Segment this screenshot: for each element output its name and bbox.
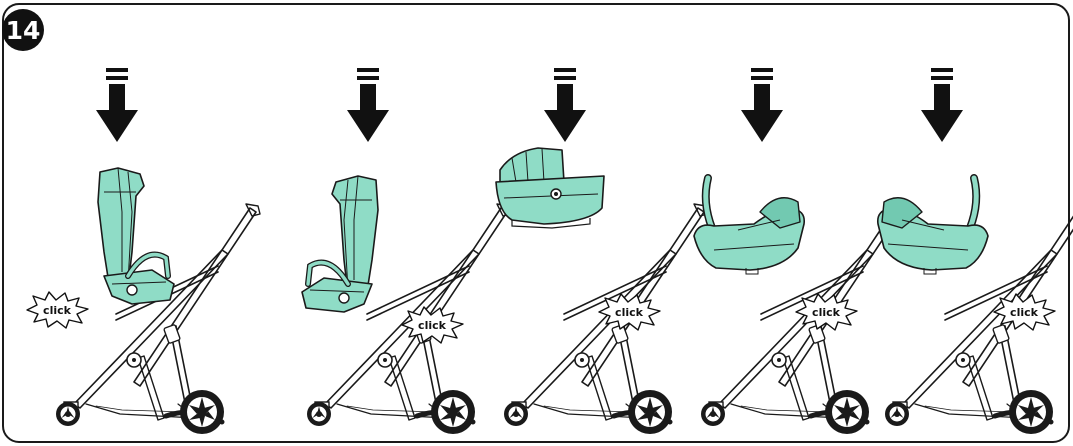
- click-badge: click: [401, 306, 464, 344]
- front-wheel-icon: [56, 402, 80, 426]
- rear-wheel-icon: [431, 390, 475, 434]
- step-number-badge: 14: [2, 9, 44, 51]
- down-arrow-icon: [96, 68, 138, 142]
- down-arrow-icon: [741, 68, 783, 142]
- front-wheel-icon: [307, 402, 331, 426]
- click-badge: click: [795, 293, 858, 331]
- click-label: click: [418, 319, 447, 332]
- down-arrow-icon: [544, 68, 586, 142]
- click-badge: click: [26, 291, 89, 329]
- click-label: click: [43, 304, 72, 317]
- panel-1: click: [26, 68, 260, 434]
- click-badge: click: [993, 293, 1056, 331]
- panel-2: click: [302, 68, 511, 434]
- car-seat-facing-rear: [694, 178, 804, 274]
- rear-wheel-icon: [825, 390, 869, 434]
- rear-wheel-icon: [1009, 390, 1053, 434]
- front-wheel-icon: [504, 402, 528, 426]
- front-wheel-icon: [701, 402, 725, 426]
- click-label: click: [615, 306, 644, 319]
- panel-4: click: [694, 68, 905, 434]
- rear-wheel-icon: [180, 390, 224, 434]
- down-arrow-icon: [921, 68, 963, 142]
- seat-unit-facing-rear: [302, 176, 378, 312]
- car-seat-facing-forward: [878, 178, 988, 274]
- rear-wheel-icon: [628, 390, 672, 434]
- down-arrow-icon: [347, 68, 389, 142]
- carrycot: [495, 147, 605, 229]
- seat-unit-facing-forward: [98, 168, 174, 304]
- step-number: 14: [6, 16, 41, 45]
- click-badge: click: [598, 293, 661, 331]
- panel-5: click: [878, 68, 1073, 434]
- panel-3: click: [495, 68, 708, 434]
- stroller-frame: [64, 204, 260, 428]
- click-label: click: [812, 306, 841, 319]
- front-wheel-icon: [885, 402, 909, 426]
- click-label: click: [1010, 306, 1039, 319]
